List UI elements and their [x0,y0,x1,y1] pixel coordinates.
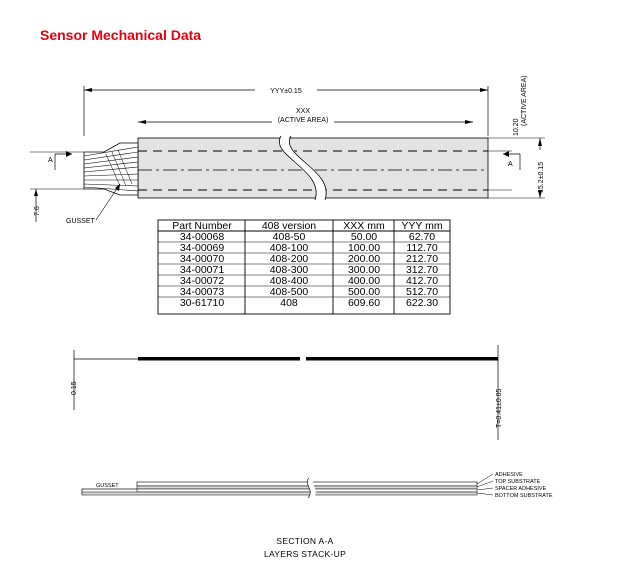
table-cell: 62.70 [409,231,435,243]
layer-label-spacer-adhesive: SPACER ADHESIVE [495,486,547,492]
tail-hatch [105,149,133,187]
layer-top-substrate [136,485,478,490]
page-title: Sensor Mechanical Data [40,27,202,43]
active-height-label: 10.20 [513,118,520,136]
section-arrow-left [66,151,72,157]
section-arrow-right [503,151,509,157]
table-border [157,219,451,315]
layer-adhesive [136,481,478,487]
section-title: SECTION A-A [276,536,333,546]
table-cell: 34-00068 [180,231,225,243]
table-cell: 408-200 [270,253,309,265]
table-cell: 400.00 [348,275,380,287]
break-gap [279,133,326,202]
active-height-caption: (ACTIVE AREA) [521,75,528,126]
tail-dim-label: 7.6 [34,206,41,216]
layer-bottom-substrate [81,491,478,496]
thickness-dim-label: T=0.41±0.05 [496,388,503,428]
side-body-right [306,357,498,361]
side-view: 0.15 T=0.41±0.05 [71,345,503,440]
table-cell: 34-00069 [180,242,225,254]
table-cell: 112.70 [406,242,437,254]
layer-label-adhesive: ADHESIVE [495,472,523,478]
overall-arrow-right [480,88,488,92]
table-cell: 100.00 [348,242,380,254]
layer-label-top-substrate: TOP SUBSTRATE [495,479,541,485]
table-cell: 408 [280,297,298,309]
gusset-leader [95,183,121,221]
table-cell: 408-400 [270,275,309,287]
overall-dim-label: YYY±0.15 [270,88,302,95]
table-row: 34-00070 408-200 200.00 212.70 [180,253,438,265]
height-arrow-bottom [538,190,542,198]
table-cell: 212.70 [406,253,438,265]
height-arrow-top [538,138,542,146]
active-arrow-right [465,120,473,124]
gusset-leader-arrow [115,184,120,191]
table-cell: 408-50 [273,231,306,243]
section-view: GUSSET ADHESIVE TOP SUBSTRATE SPACER ADH… [81,472,553,559]
active-dim-label: XXX [296,108,310,115]
table-cell: 34-00070 [180,253,225,265]
table-header-cell: 408 version [262,220,316,232]
section-gusset-label: GUSSET [96,483,119,489]
section-subtitle: LAYERS STACK-UP [264,549,346,559]
table-cell: 300.00 [348,264,380,276]
table-row: 30-61710 408 609.60 622.30 [180,297,438,309]
table-cell: 622.30 [406,297,438,309]
table-cell: 200.00 [348,253,380,265]
gusset-label: GUSSET [66,218,96,225]
section-label-left: A [48,157,53,164]
layer-spacer-adhesive [136,488,478,493]
table-cell: 50.00 [351,231,377,243]
tail-traces [83,146,139,192]
section-break-gap [307,476,316,500]
table-cell: 500.00 [348,286,380,298]
side-left-dim-label: 0.15 [71,381,78,395]
table-cell: 408-100 [270,242,309,254]
height-dim-label: 15.2±0.15 [538,162,545,193]
table-header-cell: YYY mm [401,220,442,232]
break-line-right [288,135,327,201]
table-header-cell: Part Number [172,220,232,232]
height-label-bg [535,150,545,190]
table-row: 34-00071 408-300 300.00 312.70 [180,264,438,276]
table-header-cell: XXX mm [343,220,385,232]
table-cell: 30-61710 [180,297,225,309]
table-cell: 34-00073 [180,286,225,298]
part-table: Part Number 408 version XXX mm YYY mm 34… [157,219,451,315]
layer-label-bottom-substrate: BOTTOM SUBSTRATE [495,493,553,499]
table-cell: 408-500 [270,286,309,298]
table-cell: 34-00071 [180,264,225,276]
sensor-body [137,137,489,199]
tail-arrow [34,189,38,196]
active-arrow-left [138,120,146,124]
table-row: 34-00073 408-500 500.00 512.70 [180,286,438,298]
table-row: 34-00072 408-400 400.00 412.70 [180,275,438,287]
break-line-left [278,135,317,201]
side-body-left [138,357,300,361]
table-cell: 408-300 [270,264,309,276]
table-row: 34-00069 408-100 100.00 112.70 [180,242,438,254]
table-cell: 412.70 [406,275,438,287]
layer-leaders [476,473,494,496]
table-cell: 312.70 [406,264,438,276]
tail-outline [83,142,139,196]
table-cell: 512.70 [406,286,438,298]
section-label-right: A [508,161,513,168]
table-cell: 609.60 [348,297,380,309]
table-row: 34-00068 408-50 50.00 62.70 [180,231,435,243]
table-row-dividers [158,241,450,298]
top-view: YYY±0.15 XXX (ACTIVE AREA) [30,75,545,225]
active-label-bg [272,106,334,126]
section-break-line [306,477,311,499]
table-column-dividers [244,220,395,314]
overall-arrow-left [84,88,92,92]
table-cell: 34-00072 [180,275,225,287]
table-header-row: Part Number 408 version XXX mm YYY mm [172,220,443,232]
active-dim-caption: (ACTIVE AREA) [278,117,329,124]
